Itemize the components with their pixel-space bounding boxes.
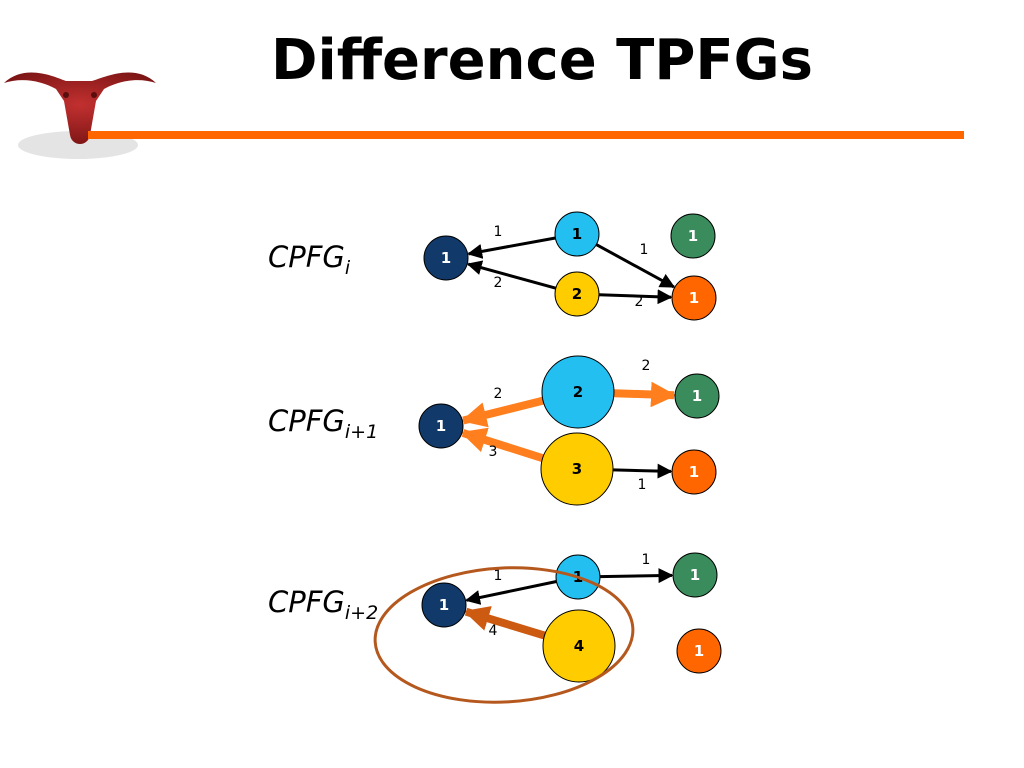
- graph-0-node-n5: [671, 275, 717, 321]
- graph-1-node-label: 3: [572, 460, 582, 478]
- graph-2-node-n4: [672, 552, 718, 598]
- graph-1-node-label: 1: [436, 417, 446, 435]
- graph-2-edge-n3-n1: [463, 606, 546, 640]
- graph-2-edge-n2-n4: [599, 568, 674, 584]
- graph-0-node-label: 1: [572, 225, 582, 243]
- highlight-ellipse: [373, 566, 635, 704]
- graph-1-node-n4: [674, 373, 720, 419]
- graph-0-node-n3: [554, 271, 600, 317]
- graph-1-node-label: 2: [573, 383, 583, 401]
- graph-0-edge-n2-n1: [467, 236, 556, 259]
- graph-0-edge-label: 2: [494, 275, 503, 291]
- graph-0-edge-n2-n5: [595, 243, 676, 289]
- graph-0-node-label: 1: [688, 227, 698, 245]
- graph-1-node-n2: [541, 355, 615, 429]
- graph-1-edge-n2-n4: [613, 381, 677, 408]
- graph-label-cpfg-i: CPFGi: [268, 240, 351, 279]
- graph-1-edge-label: 1: [638, 477, 647, 493]
- graph-2-node-label: 1: [694, 642, 704, 660]
- graph-1-edge-n2-n1: [460, 396, 545, 428]
- graph-0-node-label: 2: [572, 285, 582, 303]
- graph-2-edge-label: 1: [642, 552, 651, 568]
- graph-0-node-n4: [670, 213, 716, 259]
- graph-1-node-n3: [540, 432, 614, 506]
- graph-1-edge-label: 2: [494, 386, 503, 402]
- graph-0-edge-label: 1: [640, 242, 649, 258]
- graph-0-edge-label: 2: [635, 294, 644, 310]
- graph-2-node-n1: [421, 582, 467, 628]
- graph-2-edge-label: 1: [494, 568, 503, 584]
- graph-2-edge-label: 4: [489, 623, 498, 639]
- slide-title: Difference TPFGs: [271, 28, 813, 93]
- graph-0-edge-n3-n1: [466, 260, 557, 290]
- graph-1-edge-label: 3: [489, 444, 498, 460]
- graph-1-node-label: 1: [692, 387, 702, 405]
- graph-1-edge-n3-n5: [612, 463, 673, 479]
- graph-0-node-label: 1: [441, 249, 451, 267]
- graph-label-cpfg-i-plus-2: CPFGi+2: [268, 585, 379, 624]
- graph-2-node-label: 1: [690, 566, 700, 584]
- graph-1-edge-n3-n1: [460, 427, 544, 462]
- graph-0-edge-n3-n5: [598, 289, 673, 305]
- graph-0-edge-label: 1: [494, 224, 503, 240]
- graph-0-node-n2: [554, 211, 600, 257]
- graph-label-cpfg-i-plus-1: CPFGi+1: [268, 404, 379, 443]
- graph-2-node-label: 4: [574, 637, 584, 655]
- graph-0-node-n1: [423, 235, 469, 281]
- graph-1-node-label: 1: [689, 463, 699, 481]
- graph-2-edge-n2-n1: [465, 580, 557, 605]
- graph-2-node-n3: [542, 609, 616, 683]
- graph-1-edge-label: 2: [642, 358, 651, 374]
- graph-1-node-n1: [418, 403, 464, 449]
- graph-2-node-label: 1: [439, 596, 449, 614]
- graph-2-node-n5: [676, 628, 722, 674]
- graph-1-node-n5: [671, 449, 717, 495]
- graph-0-node-label: 1: [689, 289, 699, 307]
- title-underline: [88, 131, 964, 139]
